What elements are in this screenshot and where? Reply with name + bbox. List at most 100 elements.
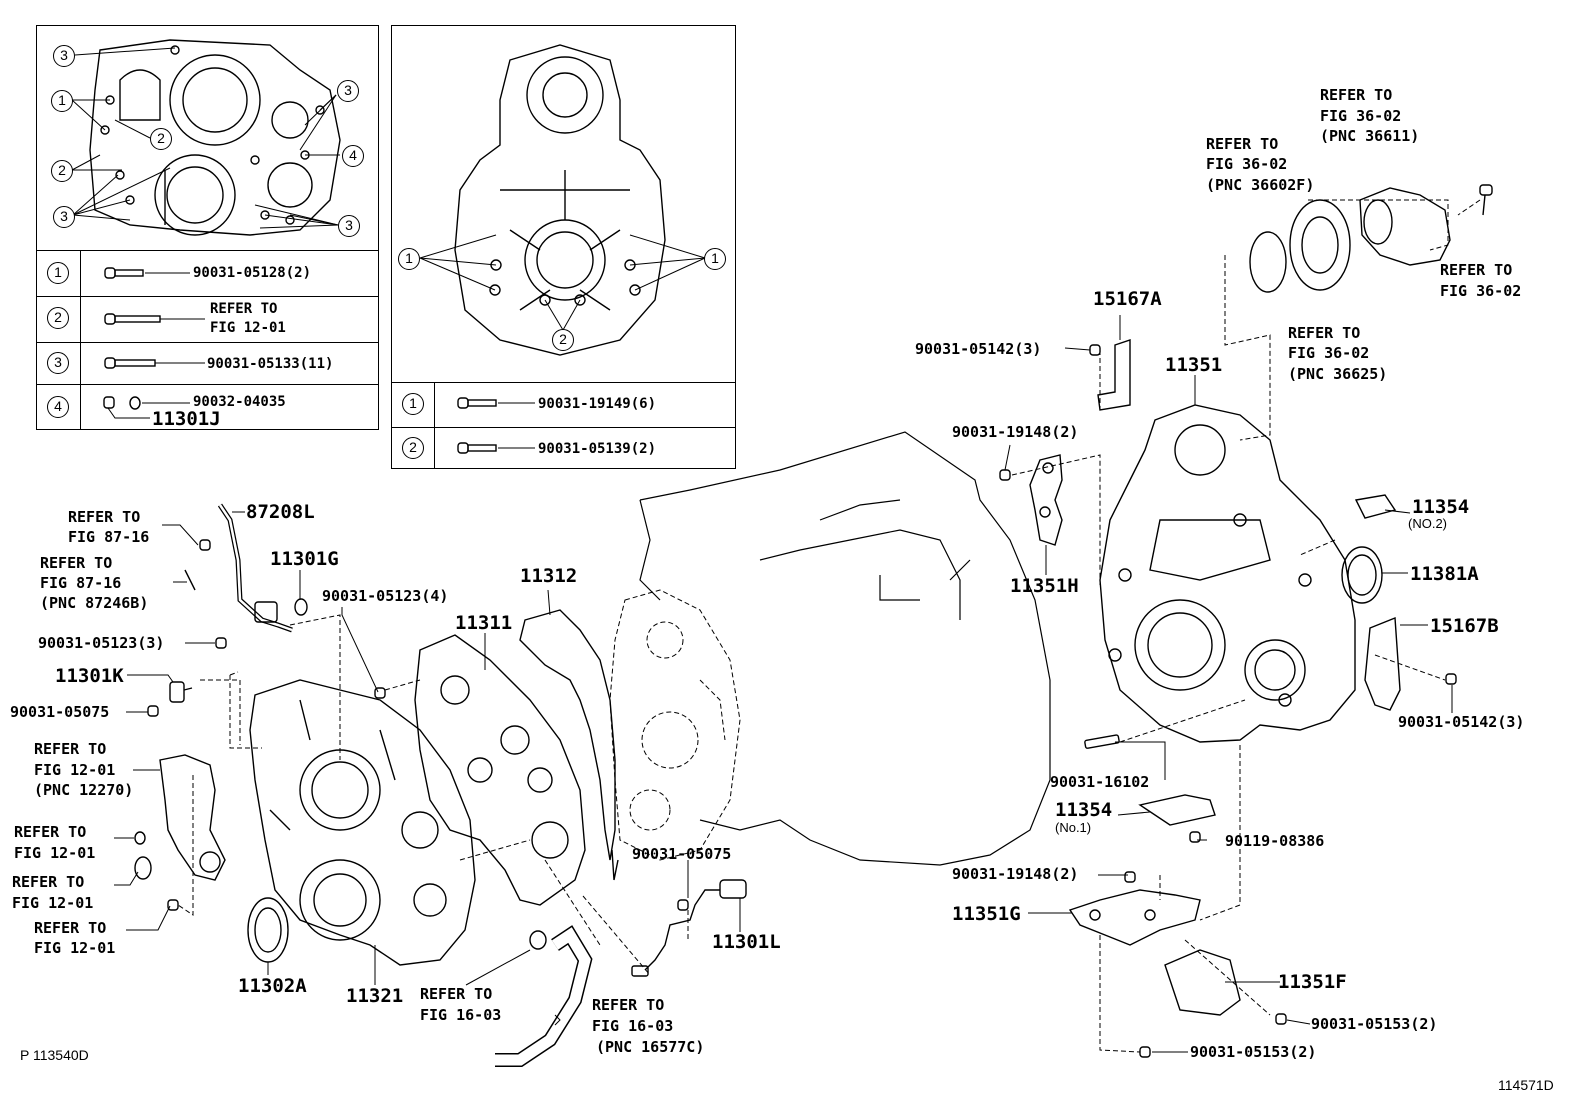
- oil-seal-11302A-shape: [247, 897, 289, 963]
- callout-refer-36-02[interactable]: FIG 36-02: [1320, 107, 1402, 125]
- callout-refer-87-16[interactable]: FIG 87-16: [68, 528, 150, 546]
- pipe-ref-16-03-shape: [495, 925, 593, 1067]
- callout-refer-36-02[interactable]: REFER TO: [1320, 86, 1393, 104]
- inset-left-divider-3: [36, 342, 379, 343]
- callout-90031-05075[interactable]: 90031-05075: [632, 845, 732, 863]
- callout-refer-36-02[interactable]: FIG 36-02: [1288, 344, 1370, 362]
- callout-refer-36-02[interactable]: (PNC 36625): [1288, 365, 1388, 383]
- callout-refer-12-01[interactable]: (PNC 12270): [34, 781, 134, 799]
- timing-cover-11321-shape: [249, 679, 476, 966]
- callout-90119-08386[interactable]: 90119-08386: [1225, 832, 1325, 850]
- callout-90031-19148-2[interactable]: 90031-19148(2): [952, 423, 1079, 441]
- callout-11351H[interactable]: 11351H: [1010, 575, 1079, 597]
- callout-refer-12-01[interactable]: REFER TO: [34, 919, 107, 937]
- sketch-key-2: 2: [552, 329, 574, 351]
- stud-90031-16102-shape: [1084, 734, 1120, 749]
- footer-left-code: P 113540D: [20, 1047, 89, 1063]
- callout-refer-36-02[interactable]: FIG 36-02: [1440, 282, 1522, 300]
- table-part-number: 90031-05128(2): [193, 265, 312, 281]
- callout-refer-36-02[interactable]: (PNC 36611): [1320, 127, 1420, 145]
- assembly-dashed-lines: [177, 199, 1481, 1053]
- sketch-key-4: 4: [342, 145, 364, 167]
- sketch-key-1: 1: [398, 248, 420, 270]
- bracket-11351F-shape: [1139, 949, 1287, 1058]
- callout-90031-05142-3[interactable]: 90031-05142(3): [1398, 713, 1525, 731]
- callout-11354-no2[interactable]: 11354: [1412, 496, 1470, 518]
- callout-90031-16102[interactable]: 90031-16102: [1050, 773, 1150, 791]
- callout-refer-16-03[interactable]: REFER TO: [592, 996, 665, 1014]
- callout-90031-05153-2[interactable]: 90031-05153(2): [1311, 1015, 1438, 1033]
- callout-11351G[interactable]: 11351G: [952, 903, 1021, 925]
- callout-refer-12-01[interactable]: FIG 12-01: [34, 761, 116, 779]
- table-refer-line2: FIG 12-01: [210, 320, 286, 336]
- inset-right-col-divider: [434, 382, 435, 469]
- callout-refer-16-03[interactable]: (PNC 16577C): [596, 1038, 705, 1056]
- callout-refer-16-03[interactable]: FIG 16-03: [592, 1017, 674, 1035]
- callout-87208L[interactable]: 87208L: [246, 501, 315, 523]
- callout-refer-36-02[interactable]: REFER TO: [1206, 135, 1279, 153]
- callout-refer-12-01[interactable]: FIG 12-01: [34, 939, 116, 957]
- sketch-key-2: 2: [150, 128, 172, 150]
- inset-left-divider-1: [36, 250, 379, 251]
- callout-refer-16-03[interactable]: REFER TO: [420, 985, 493, 1003]
- callout-refer-36-02[interactable]: REFER TO: [1288, 324, 1361, 342]
- callout-refer-12-01[interactable]: FIG 12-01: [14, 844, 96, 862]
- callout-refer-87-16[interactable]: REFER TO: [68, 508, 141, 526]
- callout-11381A[interactable]: 11381A: [1410, 563, 1479, 585]
- callout-refer-87-16[interactable]: FIG 87-16: [40, 574, 122, 592]
- plug-11354-no2-shape: [1354, 494, 1397, 519]
- callout-11301L[interactable]: 11301L: [712, 931, 781, 953]
- callout-11354-no1[interactable]: 11354: [1055, 799, 1113, 821]
- table-leaders: [107, 272, 535, 449]
- callout-11351[interactable]: 11351: [1165, 354, 1223, 376]
- callout-90031-05123-4[interactable]: 90031-05123(4): [322, 587, 449, 605]
- callout-refer-12-01[interactable]: REFER TO: [14, 823, 87, 841]
- table-key: 4: [47, 396, 69, 418]
- plate-11311-shape: [414, 634, 586, 906]
- gasket-11312-shape: [519, 609, 619, 881]
- callout-90031-05153-2[interactable]: 90031-05153(2): [1190, 1043, 1317, 1061]
- callout-refer-87-16[interactable]: REFER TO: [40, 554, 113, 572]
- callout-90031-05123-3[interactable]: 90031-05123(3): [38, 634, 165, 652]
- callout-refer-36-02[interactable]: FIG 36-02: [1206, 155, 1288, 173]
- inset-right-divider-2: [391, 427, 736, 428]
- callout-11301G[interactable]: 11301G: [270, 548, 339, 570]
- sensor-11301K-shape: [169, 681, 193, 703]
- footer-right-code: 114571D: [1498, 1077, 1554, 1093]
- callout-refer-36-02[interactable]: (PNC 36602F): [1206, 176, 1315, 194]
- callout-11311[interactable]: 11311: [455, 612, 513, 634]
- cover-15167B-shape: [1364, 616, 1457, 711]
- callout-refer-12-01[interactable]: REFER TO: [34, 740, 107, 758]
- table-part-number: 90031-05133(11): [207, 356, 334, 372]
- inset-left-divider-2: [36, 296, 379, 297]
- sketch-key-2: 2: [51, 160, 73, 182]
- gear-case-dashed: [609, 589, 741, 861]
- bracket-11351G-shape: [1068, 871, 1201, 946]
- callout-11301K[interactable]: 11301K: [55, 665, 124, 687]
- sketch-key-3: 3: [337, 80, 359, 102]
- table-key: 1: [47, 262, 69, 284]
- callout-refer-16-03[interactable]: FIG 16-03: [420, 1006, 502, 1024]
- callout-refer-36-02[interactable]: REFER TO: [1440, 261, 1513, 279]
- sketch-key-1: 1: [51, 90, 73, 112]
- inset-left-divider-4: [36, 384, 379, 385]
- callout-90031-05075[interactable]: 90031-05075: [10, 703, 110, 721]
- callout-11312[interactable]: 11312: [520, 565, 578, 587]
- table-key: 2: [47, 307, 69, 329]
- callout-15167A[interactable]: 15167A: [1093, 288, 1162, 310]
- callout-11351F[interactable]: 11351F: [1278, 971, 1347, 993]
- callout-11321[interactable]: 11321: [346, 985, 404, 1007]
- callout-15167B[interactable]: 15167B: [1430, 615, 1499, 637]
- inset-left-box: [36, 25, 379, 430]
- inset-left-col-divider: [80, 250, 81, 430]
- callout-refer-12-01[interactable]: FIG 12-01: [12, 894, 94, 912]
- inset-left-leaders: [71, 47, 340, 229]
- callout-11302A[interactable]: 11302A: [238, 975, 307, 997]
- callout-90031-05142-3[interactable]: 90031-05142(3): [915, 340, 1042, 358]
- callout-refer-12-01[interactable]: REFER TO: [12, 873, 85, 891]
- seal-11381A-shape: [1341, 546, 1383, 604]
- callout-refer-87-16[interactable]: (PNC 87246B): [40, 594, 149, 612]
- plate-11354-no1-shape: [1138, 794, 1216, 843]
- callout-90031-19148-2[interactable]: 90031-19148(2): [952, 865, 1079, 883]
